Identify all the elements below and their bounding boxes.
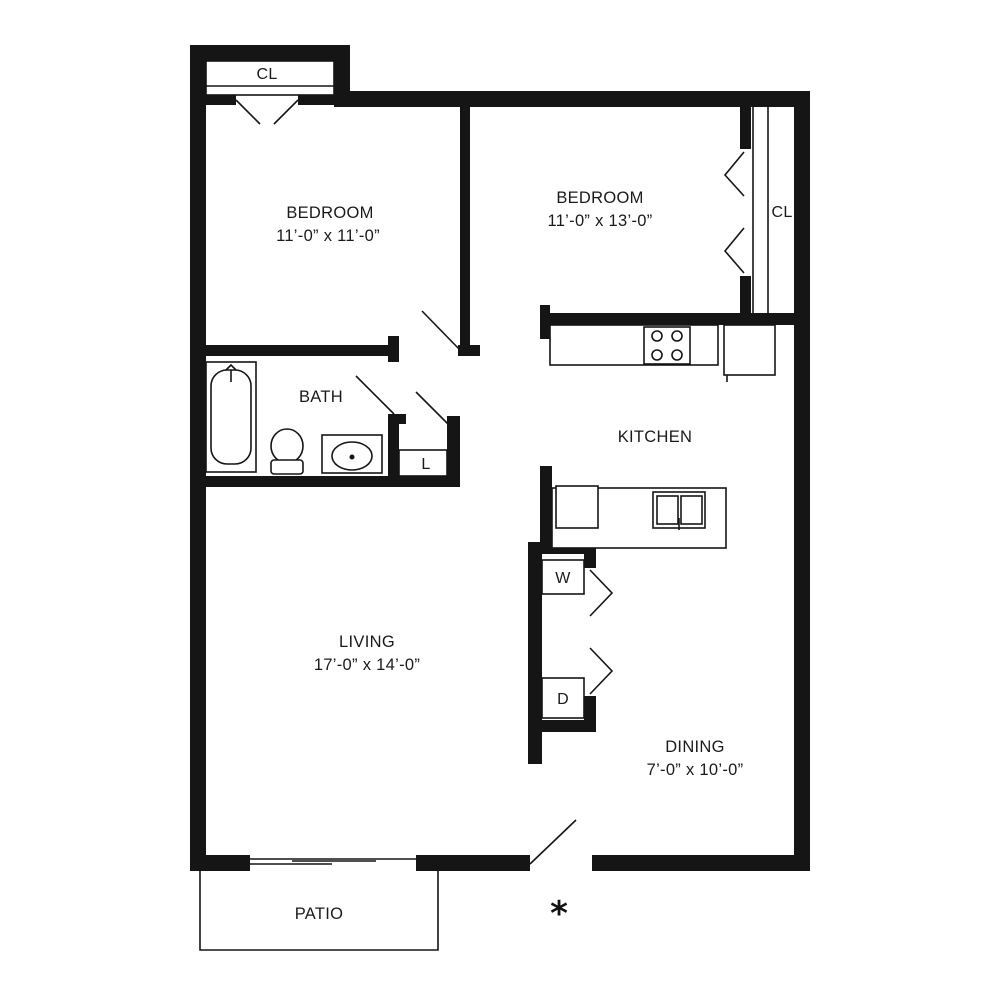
patio-outline xyxy=(199,871,439,951)
kitchen-top-wall-end xyxy=(540,305,550,339)
dryer xyxy=(541,677,585,719)
washer-closet-door[interactable] xyxy=(589,569,614,617)
closet-right-label: CL xyxy=(771,204,792,221)
burner-icon xyxy=(671,349,683,361)
laundry-bottom-wall xyxy=(528,720,596,732)
bath-fixtures xyxy=(205,361,383,475)
dining-name: DINING xyxy=(665,738,725,756)
patio xyxy=(199,858,439,951)
living-name: LIVING xyxy=(339,633,395,651)
bottom-wall-middle xyxy=(416,855,530,871)
entry-marker: * xyxy=(550,894,568,934)
burner-icon xyxy=(671,330,683,342)
left-wall xyxy=(190,45,206,871)
stove xyxy=(643,326,691,365)
bottom-wall-left xyxy=(190,855,250,871)
closet-top-left-label: CL xyxy=(256,66,277,83)
right-wall xyxy=(794,91,810,871)
bedroom-divider-wall xyxy=(460,107,470,355)
sink-basin-right xyxy=(680,495,703,525)
linen-left-cap xyxy=(388,414,406,424)
laundry-wall xyxy=(528,542,542,764)
linen-label: L xyxy=(421,456,430,473)
closet-top-left-outline xyxy=(205,60,335,96)
island-wall xyxy=(540,466,552,548)
closet-right-door-top[interactable] xyxy=(723,151,745,197)
closet-door-right[interactable] xyxy=(273,99,299,125)
closet-right-wall xyxy=(334,45,350,105)
closet-right xyxy=(723,107,769,313)
bedroom2-size: 11’-0” x 13’-0” xyxy=(547,212,652,230)
bedroom1-door[interactable] xyxy=(421,310,461,351)
sink-basin-left xyxy=(656,495,679,525)
refrigerator xyxy=(723,324,776,376)
linen-closet xyxy=(398,449,448,477)
kitchen-top-wall xyxy=(540,313,794,325)
interior-walls xyxy=(206,95,794,764)
sink-drain-icon xyxy=(349,454,355,460)
kitchen-fixtures xyxy=(549,324,776,549)
bottom-wall-right xyxy=(592,855,810,871)
bedroom-divider-end xyxy=(458,345,480,356)
closet-top-left xyxy=(205,60,335,125)
bathtub-basin xyxy=(210,369,252,465)
dishwasher xyxy=(555,485,599,529)
tub-spout-icon xyxy=(225,363,237,371)
washer xyxy=(541,559,585,595)
linen-left-wall xyxy=(388,414,399,480)
patio-name: PATIO xyxy=(295,905,344,923)
bath-name: BATH xyxy=(299,388,343,406)
bath-top-wall-end xyxy=(388,336,399,362)
living-size: 17’-0” x 14’-0” xyxy=(314,656,420,674)
linen-door[interactable] xyxy=(415,391,449,425)
bath-bottom-wall xyxy=(206,476,460,487)
bedroom2-name: BEDROOM xyxy=(556,189,643,207)
closet-top-wall xyxy=(190,45,350,61)
doors xyxy=(355,310,614,865)
kitchen-counter xyxy=(549,324,719,366)
bath-top-wall xyxy=(206,345,390,356)
closet-front-right xyxy=(298,95,334,105)
bedroom1-name: BEDROOM xyxy=(286,204,373,222)
labels: CL CL BEDROOM 11’-0” x 11’-0” BEDROOM 11… xyxy=(256,66,792,934)
washer-label: W xyxy=(555,570,571,587)
top-wall xyxy=(334,91,810,107)
closet2-wall-bottom xyxy=(740,276,751,316)
kitchen-name: KITCHEN xyxy=(618,428,693,446)
burner-icon xyxy=(651,330,663,342)
closet-right-door-bottom[interactable] xyxy=(723,227,745,274)
entry-door[interactable] xyxy=(529,819,577,865)
burner-icon xyxy=(651,349,663,361)
linen-right-wall xyxy=(447,416,460,487)
closet-front-left xyxy=(206,95,236,105)
bedroom1-size: 11’-0” x 11’-0” xyxy=(276,227,380,245)
toilet-tank xyxy=(270,459,304,475)
dryer-closet-door[interactable] xyxy=(589,647,614,695)
dining-size: 7’-0” x 10’-0” xyxy=(647,761,744,779)
closet-door-left[interactable] xyxy=(235,99,261,125)
toilet-bowl xyxy=(270,428,304,464)
closet2-wall-top xyxy=(740,107,751,149)
bath-door[interactable] xyxy=(355,375,395,415)
exterior-walls xyxy=(190,45,810,871)
dryer-label: D xyxy=(557,691,569,708)
